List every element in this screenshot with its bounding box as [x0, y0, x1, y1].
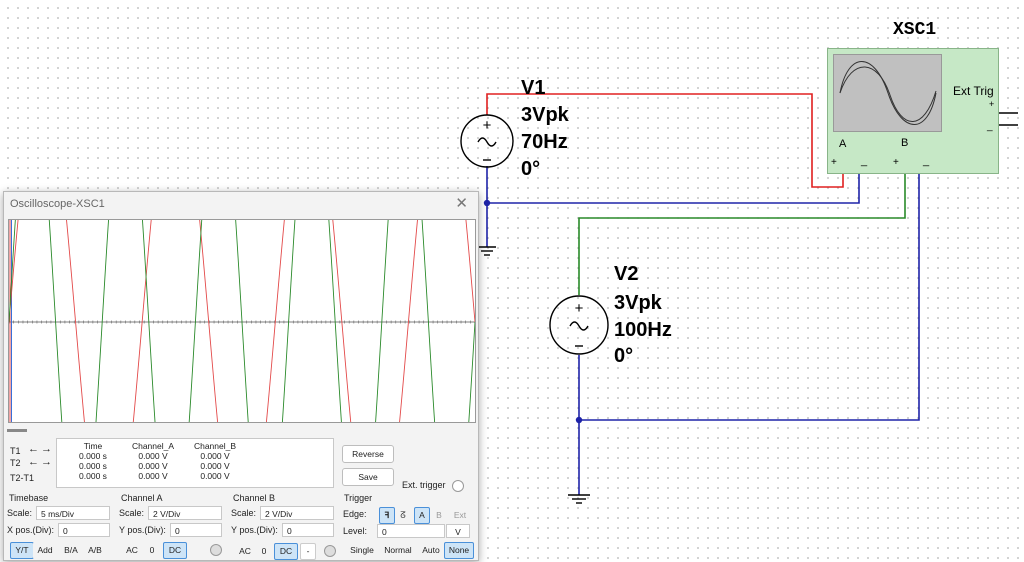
v1-amplitude-label: 3Vpk: [521, 104, 569, 126]
wire-v1-to-scope-a-plus[interactable]: [486, 93, 844, 188]
window-title: Oscilloscope-XSC1: [10, 198, 105, 210]
trigger-none-toggle[interactable]: None: [444, 542, 474, 559]
channel-b-dc-toggle[interactable]: DC: [274, 543, 298, 560]
t1-label: T1: [10, 446, 21, 456]
t2-label: T2: [10, 458, 21, 468]
channel-b-scale-label: Scale:: [231, 508, 257, 518]
t2-left-arrow-icon[interactable]: ←: [28, 456, 39, 468]
ext-trigger-radio[interactable]: [452, 480, 464, 492]
channel-b-title: Channel B: [233, 493, 276, 503]
scope-ref-label: XSC1: [893, 20, 937, 40]
wire-v2-ground-to-scope-b-minus[interactable]: [578, 164, 920, 421]
scope-terminal-a-label: A: [839, 138, 847, 150]
trigger-normal-toggle[interactable]: Normal: [379, 542, 417, 559]
channel-a-ypos-label: Y pos.(Div):: [119, 525, 166, 535]
scope-b-minus-sign: _: [923, 155, 930, 167]
v2-amplitude-label: 3Vpk: [614, 292, 662, 314]
trigger-source-a-toggle[interactable]: A: [414, 507, 430, 524]
channel-b-ac-toggle[interactable]: AC: [234, 543, 256, 560]
channel-a-title: Channel A: [121, 493, 163, 503]
scope-ext-trig-label: Ext Trig: [953, 84, 994, 98]
channel-a-ypos-field[interactable]: 0: [170, 523, 222, 537]
channel-a-ac-toggle[interactable]: AC: [121, 542, 143, 559]
timebase-scale-label: Scale:: [7, 508, 33, 518]
col-time: Time 0.000 s 0.000 s 0.000 s: [79, 441, 107, 481]
trigger-title: Trigger: [344, 493, 373, 503]
channel-b-scale-field[interactable]: 2 V/Div: [260, 506, 334, 520]
scope-a-plus-sign: +: [831, 157, 837, 168]
t2-right-arrow-icon[interactable]: →: [41, 456, 52, 468]
col-channel-a: Channel_A 0.000 V 0.000 V 0.000 V: [131, 441, 175, 481]
trigger-auto-toggle[interactable]: Auto: [418, 542, 444, 559]
mode-ab-toggle[interactable]: A/B: [83, 542, 107, 559]
trigger-level-field[interactable]: 0: [377, 524, 445, 538]
v1-frequency-label: 70Hz: [521, 131, 568, 153]
mode-yt-toggle[interactable]: Y/T: [10, 542, 34, 559]
junction-dot: [575, 416, 583, 424]
t1-right-arrow-icon[interactable]: →: [41, 443, 52, 455]
scope-icon-screen: [833, 54, 942, 132]
ground-symbol: [478, 246, 496, 256]
t2-t1-label: T2-T1: [10, 473, 35, 483]
timebase-scale-field[interactable]: 5 ms/Div: [36, 506, 110, 520]
junction-dot: [483, 199, 491, 207]
timebase-xpos-label: X pos.(Div):: [7, 525, 55, 535]
save-button[interactable]: Save: [342, 468, 394, 486]
oscilloscope-window[interactable]: Oscilloscope-XSC1 ✕ T1 ← → T2 ← → T2-T1 …: [3, 75, 479, 562]
measurement-table: Time 0.000 s 0.000 s 0.000 s Channel_A 0…: [56, 438, 334, 488]
channel-b-zero-toggle[interactable]: 0: [256, 543, 272, 560]
timebase-xpos-field[interactable]: 0: [58, 523, 110, 537]
channel-b-ypos-label: Y pos.(Div):: [231, 525, 278, 535]
trigger-edge-label: Edge:: [343, 509, 367, 519]
v2-frequency-label: 100Hz: [614, 319, 672, 341]
scope-b-plus-sign: +: [893, 157, 899, 168]
channel-b-invert-toggle[interactable]: -: [300, 543, 316, 560]
mode-ba-toggle[interactable]: B/A: [59, 542, 83, 559]
v2-ac-source-symbol[interactable]: +: [549, 295, 609, 355]
channel-a-scale-label: Scale:: [119, 508, 145, 518]
ext-trigger-label: Ext. trigger: [402, 480, 446, 490]
v2-phase-label: 0°: [614, 345, 634, 367]
trigger-level-label: Level:: [343, 526, 368, 536]
channel-a-dc-toggle[interactable]: DC: [163, 542, 187, 559]
v1-phase-label: 0°: [521, 158, 541, 180]
scope-display[interactable]: [8, 75, 476, 562]
v1-name-label: V1: [521, 77, 546, 99]
wire-v2-to-scope-b-plus[interactable]: [578, 157, 906, 295]
ground-symbol: [568, 494, 590, 504]
trigger-source-b-toggle[interactable]: B: [432, 507, 446, 524]
channel-b-ypos-field[interactable]: 0: [282, 523, 334, 537]
close-icon[interactable]: ✕: [455, 195, 468, 212]
t1-left-arrow-icon[interactable]: ←: [28, 443, 39, 455]
col-channel-b: Channel_B 0.000 V 0.000 V 0.000 V: [193, 441, 237, 481]
svg-text:+: +: [575, 300, 584, 317]
channel-a-radio[interactable]: [210, 544, 222, 556]
channel-b-radio[interactable]: [324, 545, 336, 557]
channel-a-scale-field[interactable]: 2 V/Div: [148, 506, 222, 520]
wire-ground-to-scope-a-minus[interactable]: [486, 166, 860, 204]
trigger-level-unit[interactable]: V: [446, 524, 470, 538]
channel-a-zero-toggle[interactable]: 0: [143, 542, 161, 559]
scope-ext-plus-sign: +: [989, 99, 995, 109]
v1-ac-source-symbol[interactable]: +: [460, 114, 514, 168]
scope-a-minus-sign: _: [861, 155, 868, 167]
scope-terminal-b-label: B: [901, 137, 909, 149]
edge-rising-toggle[interactable]: ꟻ: [379, 507, 395, 524]
v2-name-label: V2: [614, 263, 639, 285]
trigger-single-toggle[interactable]: Single: [346, 542, 378, 559]
svg-text:+: +: [483, 117, 492, 134]
reverse-button[interactable]: Reverse: [342, 445, 394, 463]
panel-resize-handle[interactable]: [7, 429, 27, 432]
edge-falling-toggle[interactable]: ᘔ: [396, 507, 410, 524]
trigger-source-ext-toggle[interactable]: Ext: [449, 507, 471, 524]
timebase-title: Timebase: [9, 493, 49, 503]
scope-ext-minus-sign: _: [987, 121, 993, 132]
mode-add-toggle[interactable]: Add: [33, 542, 57, 559]
